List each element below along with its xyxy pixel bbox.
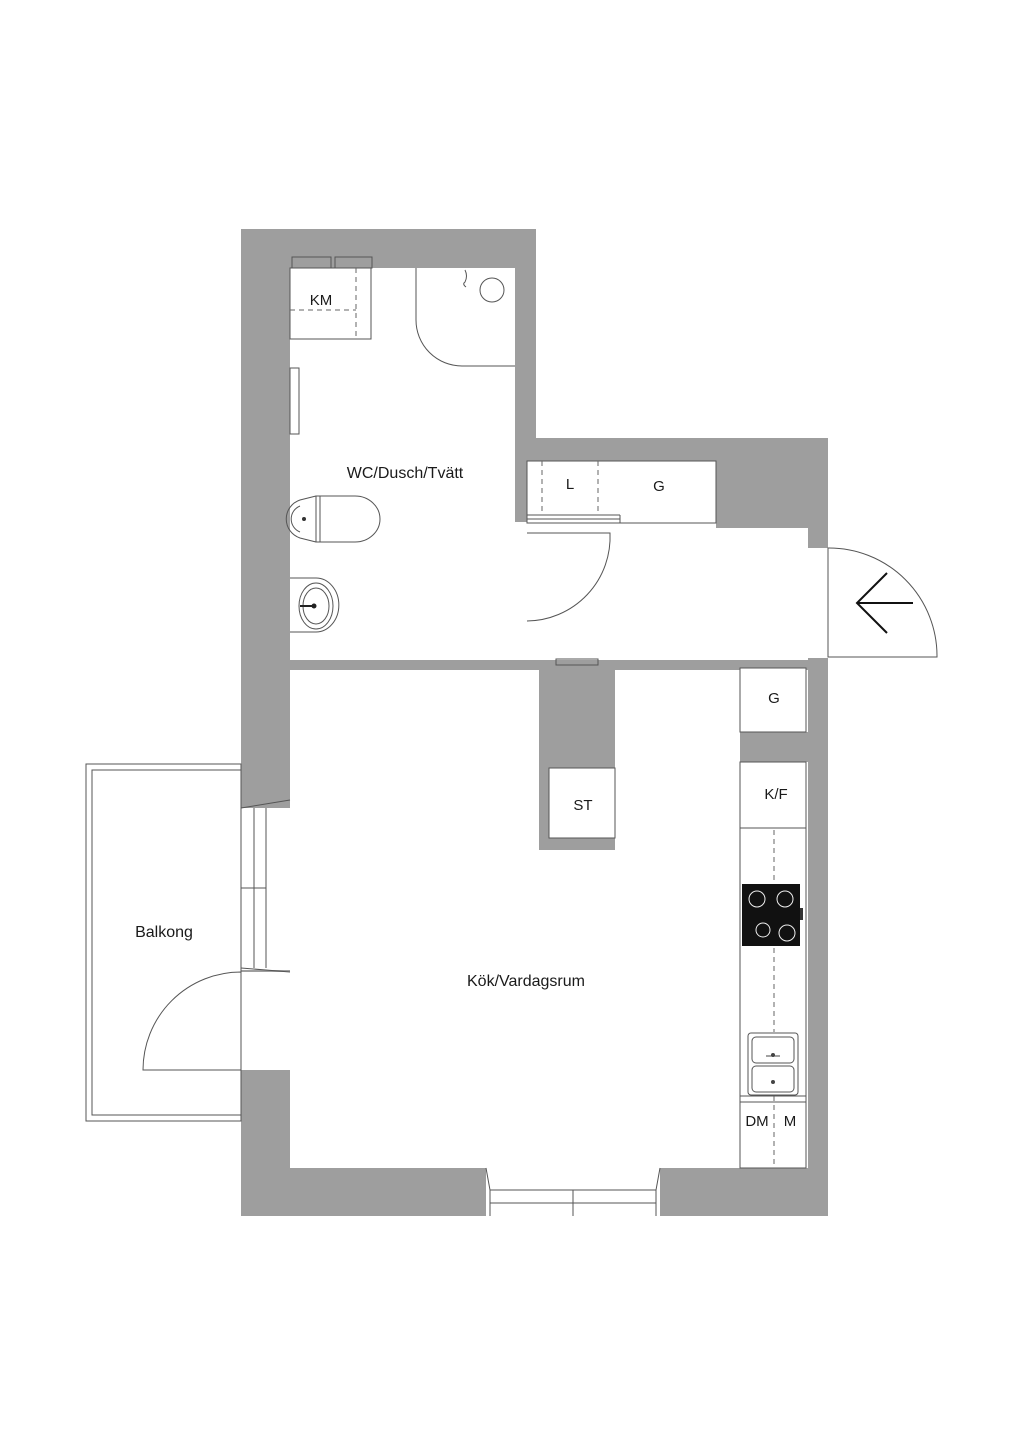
lg-closet-niche <box>527 461 716 523</box>
microwave-label: M <box>784 1113 797 1130</box>
stove <box>742 884 803 946</box>
bathroom-label: WC/Dusch/Tvätt <box>347 465 464 482</box>
closet-wall <box>716 438 808 528</box>
entrance <box>827 547 938 658</box>
bathroom: KM WC/Dusch/Tvätt <box>285 256 611 633</box>
wall-shelf <box>555 658 599 666</box>
kitchen-g-label: G <box>768 690 780 707</box>
shower <box>415 268 515 367</box>
living-label: Kök/Vardagsrum <box>467 973 585 990</box>
toilet <box>285 495 381 543</box>
openings <box>240 461 830 1218</box>
kitchen-g-cabinet: G <box>739 667 807 733</box>
hall-closets: L G <box>526 460 717 524</box>
towel-rail <box>289 367 300 435</box>
closet-l-label: L <box>566 476 574 493</box>
arrow-left-icon <box>855 572 913 634</box>
entrance-door <box>827 547 938 658</box>
balcony: Balkong <box>85 763 242 1122</box>
kitchen-counter <box>739 827 807 1169</box>
sink <box>290 577 340 633</box>
kitchen-sink <box>747 1032 799 1096</box>
closet-g-label: G <box>653 478 665 495</box>
kf-niche <box>740 762 806 828</box>
storage-st: ST <box>548 767 616 839</box>
fridge-label: K/F <box>764 786 787 803</box>
storage-niche <box>549 768 615 838</box>
storage-label: ST <box>573 797 592 814</box>
kitchen-g-niche <box>740 668 806 732</box>
bath-door-gap <box>515 533 527 621</box>
balcony-door-gap <box>240 972 291 1070</box>
balcony-label: Balkong <box>135 924 193 941</box>
wall-between-g-kf <box>740 732 808 762</box>
dishwasher-label: DM <box>745 1113 768 1130</box>
south-window <box>485 1167 661 1216</box>
washer-label: KM <box>310 292 333 309</box>
bathroom-door <box>526 532 611 622</box>
entrance-gap <box>808 548 830 658</box>
shower-drain <box>479 277 505 303</box>
